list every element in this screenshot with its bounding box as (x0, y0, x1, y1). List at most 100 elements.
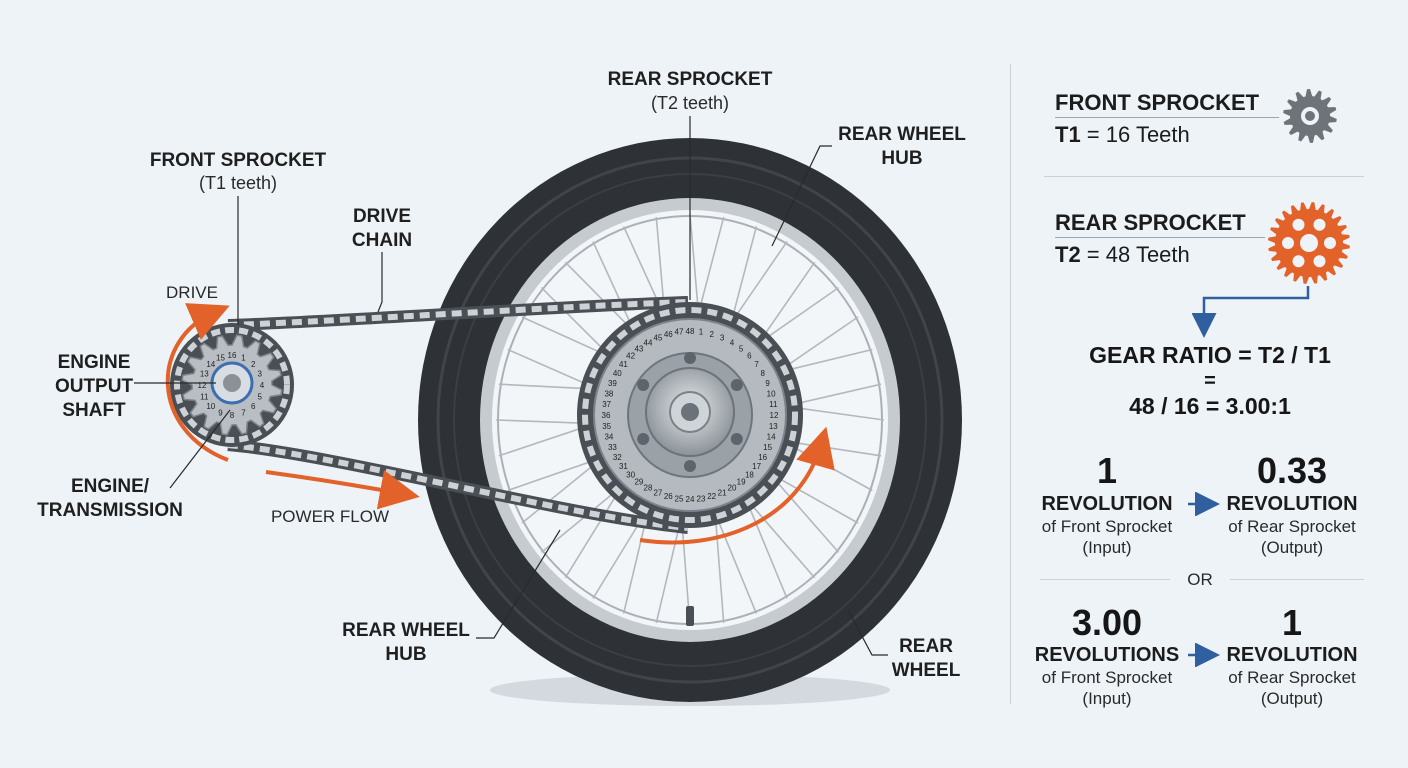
drive-chain-label-1: DRIVE (353, 206, 411, 227)
output-of-label-b: of Rear Sprocket (1228, 668, 1356, 687)
or-line-left (1040, 579, 1170, 580)
rear-tooth-number: 35 (602, 422, 611, 431)
gear-ratio-panel: FRONT SPROCKET T1 = 16 Teeth REAR SPROCK… (1012, 60, 1408, 768)
power-flow-arrow (265, 470, 420, 510)
front-tooth-number: 12 (198, 381, 207, 390)
rear-tooth-number: 8 (760, 369, 765, 378)
rear-tooth-number: 14 (767, 433, 776, 442)
rear-tooth-number: 42 (626, 352, 635, 361)
rear-wheel-hub-bottom-label-2: HUB (385, 644, 426, 665)
rear-wheel-label-1: REAR (899, 636, 953, 657)
rear-tooth-number: 4 (730, 338, 735, 347)
rear-wheel-label-2: WHEEL (892, 660, 961, 681)
rear-tooth-number: 13 (769, 422, 778, 431)
rear-tooth-number: 27 (653, 489, 662, 498)
rear-tooth-number: 47 (675, 328, 684, 337)
sprocket-bolt (730, 379, 743, 391)
rear-icon-hole (1313, 218, 1326, 231)
rear-tooth-number: 3 (720, 333, 725, 342)
rear-tooth-number: 2 (709, 330, 714, 339)
front-tooth-number: 16 (228, 351, 237, 360)
front-tooth-number: 10 (206, 402, 215, 411)
rear-icon-hole (1292, 255, 1305, 268)
leader-lines (134, 116, 888, 656)
rear-tooth-number: 20 (728, 484, 737, 493)
rear-tooth-number: 36 (602, 411, 611, 420)
engine-output-shaft-label-3: SHAFT (62, 400, 126, 421)
sprocket-bolt (684, 460, 696, 472)
rear-tooth-number: 38 (604, 389, 613, 398)
input-revolutions-b: 3.00 (1071, 602, 1143, 643)
rear-tooth-number: 18 (745, 470, 754, 479)
drive-chain (227, 296, 689, 534)
output-rev-label-b: REVOLUTION (1226, 644, 1358, 666)
output-revolutions-a: 0.33 (1256, 450, 1328, 491)
output-io-label-a: (Output) (1260, 538, 1324, 557)
drive-label: DRIVE (166, 283, 218, 302)
front-sprocket-label: FRONT SPROCKET (150, 150, 327, 171)
rear-wheel-hub-bottom-label-1: REAR WHEEL (342, 620, 470, 641)
engine-output-shaft-label-2: OUTPUT (55, 376, 134, 397)
rear-tooth-number: 31 (619, 462, 628, 471)
rear-tooth-number: 45 (653, 333, 662, 342)
rear-tooth-number: 6 (747, 352, 752, 361)
panel-separator-1 (1044, 176, 1364, 177)
rear-tooth-number: 12 (770, 411, 779, 420)
output-of-label-a: of Rear Sprocket (1228, 517, 1356, 536)
rear-tooth-number: 17 (752, 462, 761, 471)
input-rev-label-b: REVOLUTIONS (1034, 644, 1180, 666)
sprocket-bolt (684, 352, 696, 364)
panel-front-sprocket-title: FRONT SPROCKET (1055, 90, 1260, 115)
rear-tooth-number: 40 (613, 369, 622, 378)
rear-icon-hole (1324, 237, 1336, 249)
rear-tooth-number: 25 (675, 494, 684, 503)
rear-tooth-number: 29 (634, 478, 643, 487)
front-sprocket-sublabel: (T1 teeth) (199, 173, 277, 193)
small-front-sprocket-icon (1283, 89, 1337, 143)
or-label: OR (1187, 570, 1213, 589)
rear-tooth-number: 34 (604, 433, 613, 442)
input-revolutions-a: 1 (1096, 450, 1118, 491)
or-line-right (1230, 579, 1364, 580)
front-tooth-number: 11 (200, 393, 209, 402)
rear-tooth-number: 30 (626, 470, 635, 479)
drive-chain-label-2: CHAIN (352, 230, 412, 251)
rear-tooth-number: 41 (619, 360, 628, 369)
rear-rotation-arrow (639, 426, 835, 545)
rear-icon-hole (1313, 255, 1326, 268)
rear-tooth-number: 44 (644, 338, 653, 347)
engine-transmission-label-2: TRANSMISSION (37, 500, 183, 521)
front-tooth-number: 7 (241, 409, 246, 418)
front-tooth-number: 8 (230, 411, 235, 420)
rear-wheel-hub-top-label-2: HUB (881, 148, 922, 169)
rear-tooth-number: 39 (608, 379, 617, 388)
rear-tooth-number: 15 (763, 443, 772, 452)
rear-tooth-number: 22 (707, 492, 716, 501)
front-tooth-number: 9 (218, 409, 223, 418)
rear-icon-hole (1292, 218, 1305, 231)
rear-tooth-number: 24 (686, 495, 695, 504)
output-rev-label-a: REVOLUTION (1226, 493, 1358, 515)
rear-tooth-number: 46 (664, 330, 673, 339)
input-io-label-b: (Input) (1082, 689, 1132, 708)
rear-tooth-number: 19 (737, 478, 746, 487)
arrow-a (1188, 492, 1220, 516)
panel-front-underline (1055, 117, 1279, 118)
sprocket-bolt (637, 433, 650, 445)
front-tooth-number: 1 (241, 353, 246, 362)
output-io-label-b: (Output) (1260, 689, 1324, 708)
input-of-label-b: of Front Sprocket (1041, 668, 1173, 687)
front-tooth-number: 13 (200, 370, 209, 379)
input-io-label-a: (Input) (1082, 538, 1132, 557)
engine-output-shaft-label-1: ENGINE (58, 352, 131, 373)
rear-tooth-number: 1 (699, 328, 704, 337)
rear-tooth-number: 33 (608, 443, 617, 452)
rear-tooth-number: 9 (765, 379, 770, 388)
front-tooth-number: 6 (251, 402, 256, 411)
sprocket-bolt (637, 379, 650, 391)
rear-wheel-hub-top-label-1: REAR WHEEL (838, 124, 966, 145)
small-rear-sprocket-icon (1268, 202, 1350, 284)
